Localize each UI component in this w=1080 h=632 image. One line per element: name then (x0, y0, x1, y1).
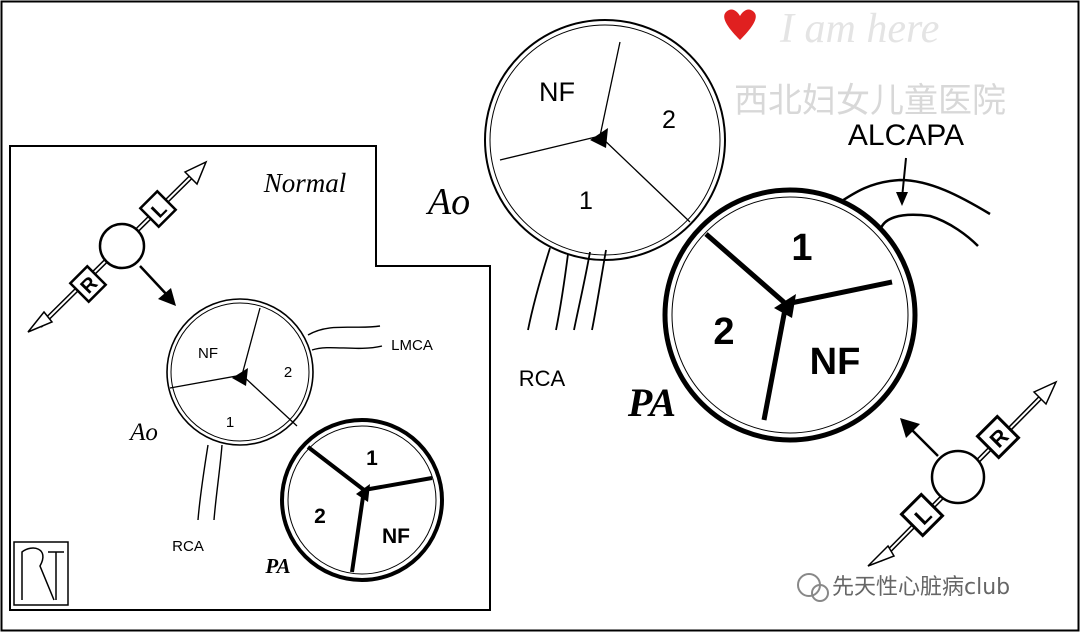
watermark-hospital: 西北妇女儿童医院 (734, 81, 1006, 121)
watermark: I am here 西北妇女儿童医院 先天性心脏病club (724, 6, 1010, 602)
alcapa-vessel: ALCAPA (827, 119, 991, 273)
alcapa-label: ALCAPA (848, 119, 964, 152)
alcapa-ao-label: Ao (425, 181, 470, 223)
heart-icon (724, 9, 756, 40)
alcapa-pa-cusp-2: 2 (713, 311, 734, 353)
alcapa-aorta: NF 2 1 Ao RCA (425, 19, 726, 391)
pointing-hand-icon (867, 544, 896, 567)
alcapa-ao-cusp-2: 2 (662, 106, 676, 134)
alcapa-pa: 1 2 NF PA (627, 187, 918, 443)
orientation-ball (930, 449, 986, 505)
alcapa-ao-cusp-nf: NF (539, 77, 575, 107)
normal-ao-cusp-nf: NF (198, 345, 218, 362)
normal-pa-cusp-2: 2 (314, 505, 326, 528)
normal-aorta: NF 2 1 Ao LMCA RCA (128, 298, 433, 555)
watermark-tagline: I am here (779, 6, 939, 52)
normal-rca-label: RCA (172, 538, 204, 555)
watermark-account: 先天性心脏病club (832, 575, 1010, 600)
arrow-icon (158, 288, 176, 306)
normal-orientation-marker: L R (27, 160, 208, 333)
normal-ao-cusp-2: 2 (284, 364, 292, 381)
orientation-ball (98, 222, 146, 270)
alcapa-rca-label: RCA (519, 366, 566, 391)
alcapa-arrow-icon (896, 192, 908, 206)
normal-title: Normal (263, 168, 347, 198)
alcapa-pa-cusp-1: 1 (791, 227, 812, 269)
normal-panel: Normal L R NF 2 1 Ao LMCA (9, 145, 491, 611)
alcapa-orientation-marker: R L (867, 380, 1058, 567)
lmca-label: LMCA (391, 337, 433, 354)
arrow-icon (900, 418, 920, 438)
alcapa-pa-label: PA (627, 380, 676, 425)
normal-pa-label: PA (264, 554, 290, 578)
pointing-hand-icon (27, 310, 54, 333)
pointing-hand-icon (1032, 380, 1058, 406)
normal-ao-cusp-1: 1 (226, 414, 234, 431)
alcapa-ao-cusp-1: 1 (579, 187, 593, 215)
alcapa-pa-cusp-nf: NF (810, 341, 861, 383)
pointing-hand-icon (183, 160, 208, 186)
normal-pa-cusp-1: 1 (366, 447, 378, 470)
normal-pa: 1 2 NF PA (264, 418, 444, 582)
rt-logo (13, 541, 69, 606)
normal-ao-label: Ao (128, 419, 158, 446)
normal-pa-cusp-nf: NF (382, 525, 410, 548)
